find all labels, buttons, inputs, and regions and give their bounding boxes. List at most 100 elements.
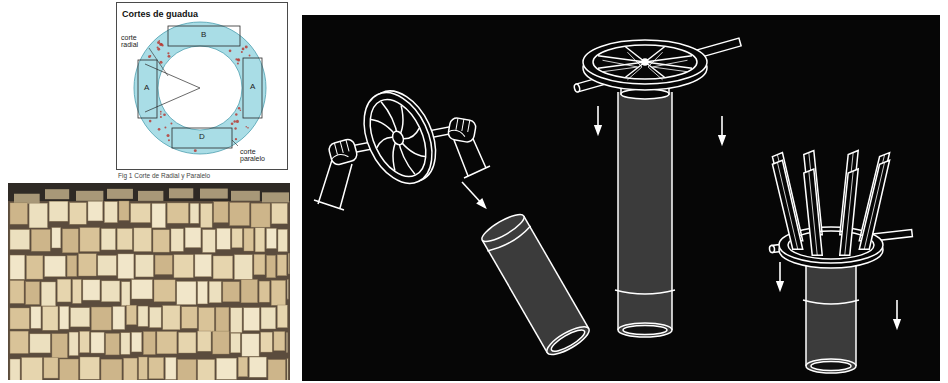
- step-three: [769, 150, 912, 373]
- fiber-dot: [160, 43, 162, 45]
- finger: [334, 143, 337, 155]
- strip-end: [198, 281, 208, 304]
- strip-end: [26, 282, 40, 305]
- strip-end: [232, 228, 242, 247]
- strip-end: [244, 228, 254, 251]
- strip-end: [80, 228, 100, 252]
- photo-shadow: [8, 183, 290, 201]
- thumb: [331, 152, 349, 161]
- fist: [328, 138, 359, 166]
- tube-side: [855, 252, 857, 366]
- strip-end: [52, 228, 61, 248]
- strip-end: [22, 357, 43, 380]
- strip-end: [287, 359, 288, 380]
- finger: [462, 119, 464, 131]
- strip-end: [69, 332, 78, 356]
- fiber-dot: [234, 127, 236, 129]
- strip-end: [29, 203, 47, 228]
- arrow-head: [719, 136, 725, 144]
- tube-side: [482, 240, 547, 353]
- arrow-head: [477, 199, 485, 207]
- strip-end: [98, 255, 116, 275]
- bamboo-photo: [8, 183, 290, 380]
- strip-end: [249, 357, 266, 377]
- strip-end: [213, 331, 229, 354]
- strip-end: [157, 331, 177, 353]
- strip-end: [201, 203, 213, 227]
- strip-end: [272, 203, 288, 224]
- fiber-dot: [235, 113, 238, 116]
- figure-heading: Cortes de guadua: [117, 5, 203, 23]
- strip-end: [102, 281, 120, 302]
- strip-end: [203, 230, 216, 253]
- splitter-inner: [593, 45, 697, 79]
- arrow-head: [595, 126, 601, 134]
- cut-piece: [172, 128, 232, 148]
- step-two: [574, 38, 742, 337]
- fiber-dot: [160, 111, 162, 113]
- strip-end: [287, 280, 288, 300]
- fiber-dot: [249, 55, 251, 57]
- strip-end: [177, 281, 196, 304]
- cut-piece: [168, 26, 240, 46]
- fiber-dot: [245, 46, 248, 49]
- strip-end: [113, 306, 125, 329]
- strip-end: [238, 357, 247, 377]
- strip-end: [31, 229, 50, 251]
- strip-end: [174, 255, 193, 278]
- step-one: [314, 80, 594, 360]
- bamboo-strip: [859, 160, 889, 249]
- tube-node: [615, 290, 675, 294]
- strip-end: [277, 255, 287, 276]
- strip-end: [101, 359, 122, 380]
- strip-end: [266, 228, 276, 248]
- blade-edge: [603, 60, 638, 67]
- strip-end: [30, 334, 50, 353]
- tube-end: [806, 359, 856, 373]
- fiber-dot: [158, 128, 161, 131]
- strip-end: [119, 201, 129, 220]
- arrow-head: [777, 282, 783, 290]
- fiber-dot: [241, 51, 243, 53]
- strip-end: [78, 254, 96, 276]
- fiber-dot: [160, 113, 162, 115]
- arrow-head: [894, 320, 900, 328]
- strip-end: [10, 230, 30, 250]
- fiber-dot: [236, 120, 239, 123]
- strip-end: [126, 305, 136, 325]
- piece-letter: A: [144, 84, 149, 92]
- strip-end: [45, 256, 66, 277]
- bar-end: [574, 83, 581, 92]
- bar-end: [769, 245, 775, 253]
- leader-line: [149, 48, 168, 76]
- strip-end: [10, 308, 29, 329]
- figure-frame: Cortes de guadua: [116, 2, 288, 170]
- bamboo-strip: [840, 169, 858, 255]
- bamboo-strip: [804, 169, 822, 255]
- fiber-dot: [240, 110, 242, 112]
- fiber-dot: [148, 55, 151, 58]
- strip-end: [62, 229, 78, 253]
- strip-end: [254, 254, 265, 274]
- strip-end: [190, 203, 199, 223]
- strip-end: [277, 305, 287, 328]
- strip-end: [231, 308, 243, 333]
- fist: [447, 117, 476, 143]
- strip-end: [60, 359, 79, 380]
- fiber-dot: [168, 55, 171, 58]
- tube-hollow: [623, 326, 667, 335]
- tube-hollow: [549, 326, 587, 355]
- strip-end: [60, 306, 69, 329]
- strip-end: [255, 228, 265, 252]
- cross-section: [116, 2, 288, 170]
- strip-end: [10, 203, 28, 224]
- strip-end: [268, 360, 285, 380]
- strip-end: [167, 203, 188, 223]
- strip-end: [234, 255, 252, 280]
- strip-end: [231, 333, 241, 353]
- strip-end: [10, 331, 28, 353]
- strip-edge: [809, 171, 817, 255]
- piece-letter: A: [250, 83, 255, 91]
- strip-top: [14, 194, 40, 204]
